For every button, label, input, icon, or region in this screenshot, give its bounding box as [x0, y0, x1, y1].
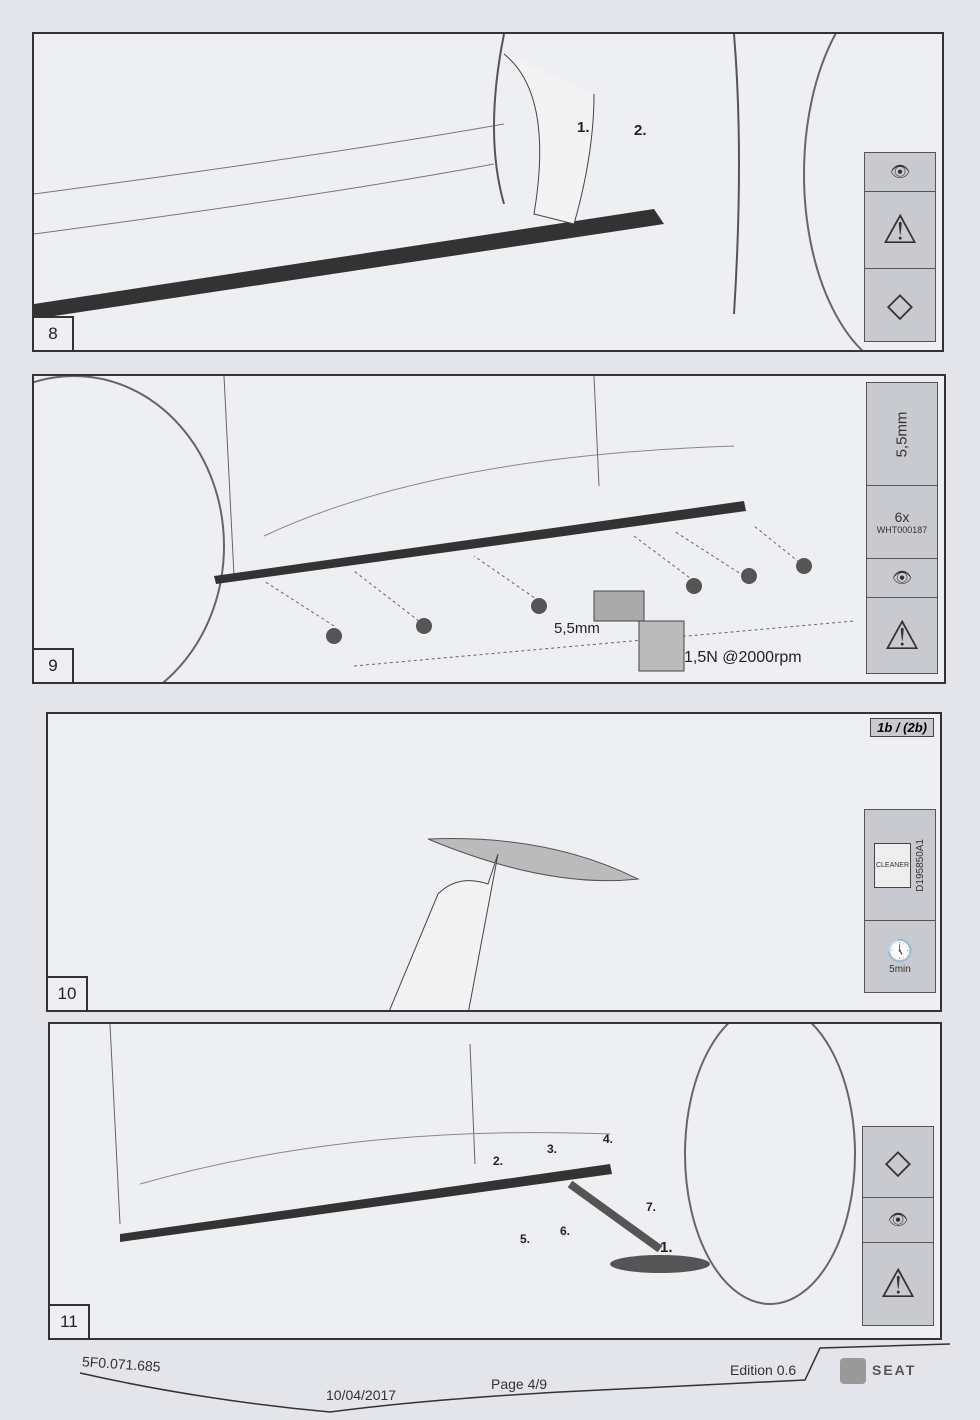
edition: Edition 0.6 — [730, 1362, 797, 1378]
callout-5: 5. — [520, 1232, 531, 1246]
wait-time: 5min — [889, 964, 911, 975]
variant-1b: 1b — [877, 720, 893, 735]
warning-icon: ⚠ — [865, 192, 935, 269]
cleaner-bottle: CLEANER — [873, 842, 912, 888]
step-8-sidebar: 👁 ⚠ ◇ — [864, 152, 936, 342]
step-number: 9 — [34, 648, 74, 682]
clip-quantity: 6x — [894, 509, 910, 525]
drill-cell: 5,5mm — [867, 383, 937, 486]
warning-icon: ⚠ — [880, 1262, 916, 1306]
drill-size: 5,5mm — [893, 411, 911, 457]
step-11-illustration — [109, 1024, 856, 1305]
step-number: 11 — [50, 1304, 90, 1338]
step-number: 8 — [34, 316, 74, 350]
step-9-illustration — [34, 376, 855, 682]
cleaner-code: D195850A1 — [915, 838, 927, 892]
eye-icon: 👁 — [863, 1198, 933, 1243]
step-11-sidebar: ◇ 👁 ⚠ — [862, 1126, 934, 1326]
clip-part-number: WHT000187 — [876, 525, 928, 535]
step-11-panel: 1. 2. 3. 4. 5. 6. 7. ◇ 👁 ⚠ 11 — [48, 1022, 942, 1340]
callout-7: 7. — [646, 1200, 657, 1214]
callout-3: 3. — [547, 1142, 558, 1156]
time-cell: 🕔5min — [865, 921, 935, 992]
seat-logo-icon — [840, 1358, 866, 1384]
page-number: Page 4/9 — [491, 1376, 548, 1392]
date: 10/04/2017 — [326, 1387, 397, 1403]
footer-line — [79, 1343, 951, 1413]
callout-1: 1. — [660, 1239, 673, 1256]
clock-icon: 🕔 — [886, 938, 914, 963]
callout-6: 6. — [560, 1224, 571, 1238]
callout-4: 4. — [603, 1132, 614, 1146]
variant-badge: 1b / (2b) — [870, 718, 934, 737]
eye-icon: 👁 — [865, 153, 935, 192]
torque-label: 1,5N @2000rpm — [684, 649, 802, 666]
step-8-illustration — [34, 34, 864, 350]
variant-2b: (2b) — [903, 720, 927, 735]
step-10-illustration — [389, 838, 640, 1010]
warning-icon: ⚠ — [884, 613, 920, 658]
drill-size-label: 5,5mm — [554, 620, 600, 637]
fragile-icon: ◇ — [886, 286, 914, 324]
brand-name: SEAT — [872, 1362, 917, 1378]
eye-icon: 👁 — [867, 559, 937, 598]
callout-1: 1. — [577, 119, 590, 136]
step-number: 10 — [48, 976, 88, 1010]
fragile-icon: ◇ — [863, 1127, 933, 1198]
callout-2: 2. — [634, 122, 647, 139]
callout-2: 2. — [493, 1154, 504, 1168]
step-8-panel: 1. 2. 👁 ⚠ ◇ 8 — [32, 32, 944, 352]
